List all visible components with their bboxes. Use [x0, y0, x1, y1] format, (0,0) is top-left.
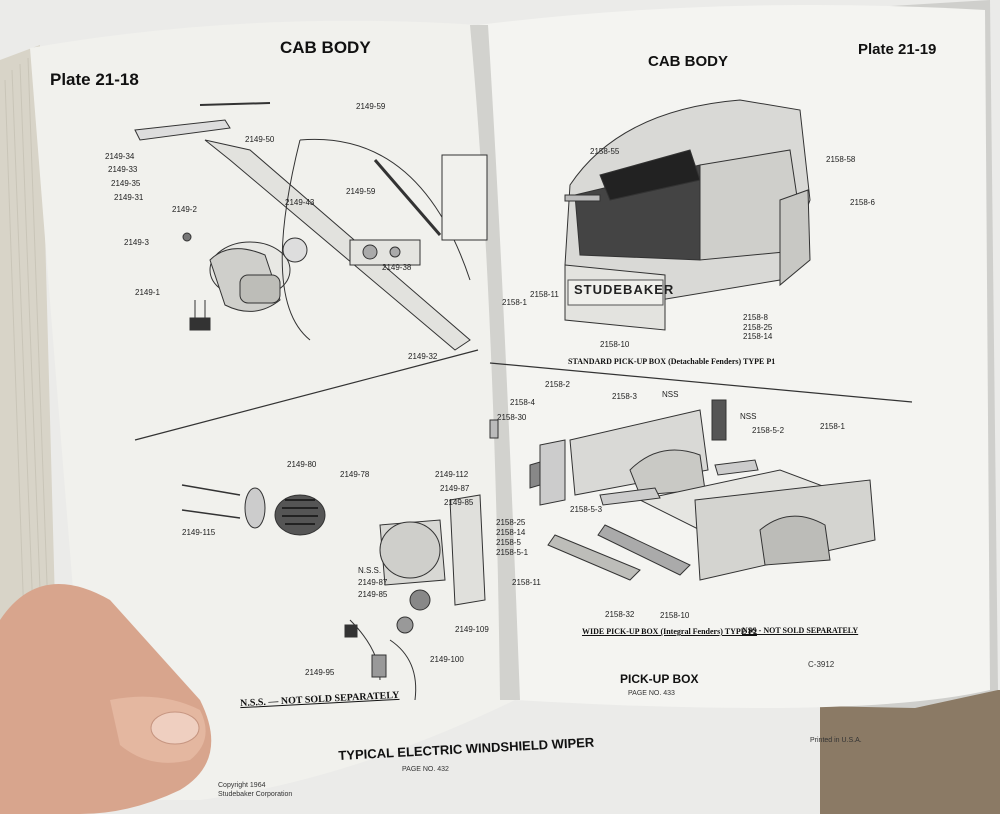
callout: 2158-11	[512, 578, 541, 587]
callout: 2158-3	[612, 392, 637, 401]
header-left: CAB BODY	[280, 38, 371, 57]
callout: 2158-5-2	[752, 426, 785, 435]
fig2-caption: WIDE PICK-UP BOX (Integral Fenders) TYPE…	[582, 627, 757, 636]
callout: 2149-33	[108, 165, 138, 174]
header-right: CAB BODY	[648, 53, 729, 70]
printed-note: Printed in U.S.A.	[810, 737, 862, 744]
plate-number-left: Plate 21-18	[50, 70, 139, 89]
callout: 2158-8	[743, 313, 768, 322]
callout: 2149-78	[340, 470, 370, 479]
copyright-line-1: Copyright 1964	[218, 782, 266, 789]
callout: 2149-87	[358, 578, 388, 587]
callout: 2149-59	[356, 102, 386, 111]
plate-code: C-3912	[808, 660, 835, 669]
page-number-right: PAGE NO. 433	[628, 690, 675, 697]
callout: 2149-112	[435, 470, 469, 479]
standard-pickup-box-drawing	[564, 99, 811, 331]
callout: NSS	[662, 390, 679, 399]
callout: 2158-5	[496, 538, 521, 547]
callout: N.S.S.	[358, 566, 382, 575]
wiper-linkage-drawing	[134, 102, 488, 351]
fig1-caption: STANDARD PICK-UP BOX (Detachable Fenders…	[568, 357, 776, 366]
callout: 2158-58	[826, 155, 856, 164]
callout: 2149-85	[444, 498, 474, 507]
callout: 2158-25	[496, 518, 526, 527]
callout: 2158-5-1	[496, 548, 529, 557]
copyright-line-2: Studebaker Corporation	[218, 791, 293, 798]
callout: 2158-25	[743, 323, 773, 332]
callout: 2158-55	[590, 147, 620, 156]
section-title-right: PICK-UP BOX	[620, 672, 699, 686]
left-page	[30, 20, 515, 801]
callout: 2158-1	[820, 422, 845, 431]
tailgate-lettering: STUDEBAKER	[574, 282, 675, 297]
callout: 2149-109	[455, 625, 489, 634]
callout: 2149-85	[358, 590, 388, 599]
callout: 2149-32	[408, 352, 438, 361]
callout: 2149-3	[124, 238, 149, 247]
callout: 2149-34	[105, 152, 135, 161]
callout: 2158-2	[545, 380, 570, 389]
callout: 2149-115	[182, 528, 216, 537]
callout: 2158-11	[530, 290, 559, 299]
callout: 2158-14	[743, 332, 773, 341]
callout: 2149-87	[440, 484, 470, 493]
callout: 2149-59	[346, 187, 376, 196]
callout: 2149-43	[285, 198, 315, 207]
callout: 2158-10	[600, 340, 630, 349]
callout: 2158-5-3	[570, 505, 603, 514]
callout: 2149-50	[245, 135, 275, 144]
callout: 2149-80	[287, 460, 317, 469]
callout: 2158-6	[850, 198, 875, 207]
callout: 2149-38	[382, 263, 412, 272]
callout: 2158-10	[660, 611, 690, 620]
page-number-left: PAGE NO. 432	[402, 766, 449, 773]
callout: 2158-4	[510, 398, 535, 407]
callout: 2158-1	[502, 298, 527, 307]
callout: 2158-30	[497, 413, 527, 422]
callout: 2149-95	[305, 668, 335, 677]
callout: 2149-1	[135, 288, 160, 297]
callout: 2158-32	[605, 610, 635, 619]
wide-pickup-box-drawing	[489, 399, 876, 581]
callout: 2149-100	[430, 655, 464, 664]
callout: NSS	[740, 412, 757, 421]
callout: 2149-35	[111, 179, 141, 188]
wiper-motor-drawing	[181, 484, 486, 701]
callout: 2149-31	[114, 193, 144, 202]
callout: 2158-14	[496, 528, 526, 537]
nss-note-right: NSS - NOT SOLD SEPARATELY	[742, 626, 859, 635]
callout: 2149-2	[172, 205, 197, 214]
plate-number-right: Plate 21-19	[858, 41, 937, 58]
